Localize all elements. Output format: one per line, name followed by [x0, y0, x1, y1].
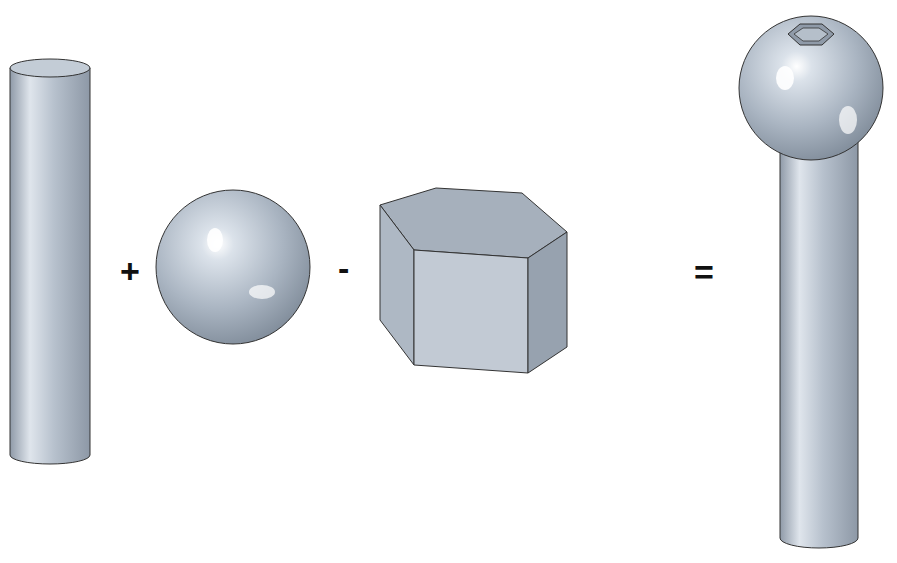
- operator-sign: -: [338, 251, 349, 285]
- sphere: [156, 190, 310, 344]
- cylinder: [10, 59, 90, 464]
- ball-pin: [739, 16, 883, 548]
- operator-sign: =: [694, 255, 714, 289]
- operator-sign: +: [120, 254, 140, 288]
- hexagonal-prism: [380, 188, 567, 373]
